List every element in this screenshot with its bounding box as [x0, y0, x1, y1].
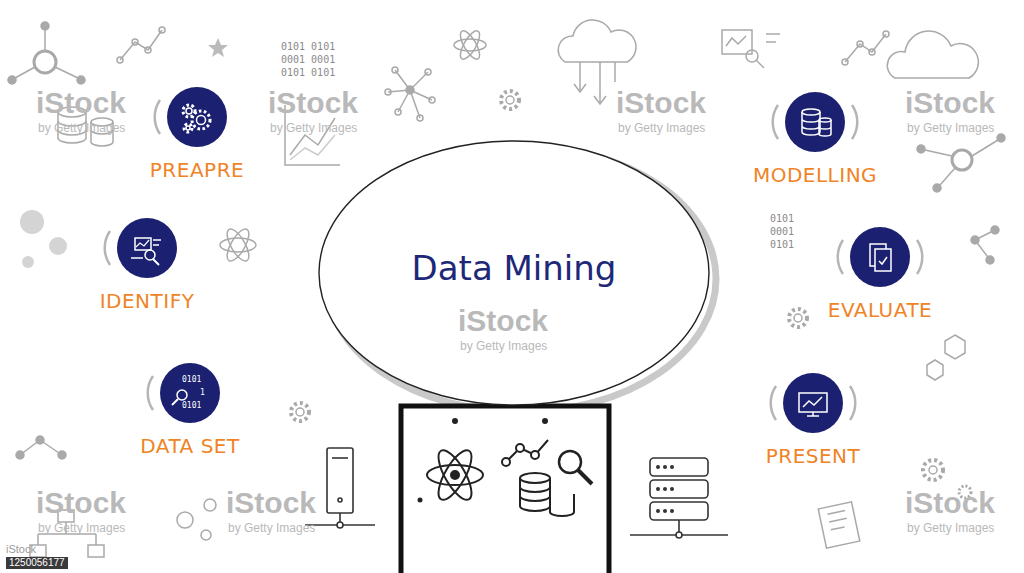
step-item: PREAPRE: [150, 87, 244, 181]
step-item: EVALUATE: [828, 227, 933, 321]
step-label: IDENTIFY: [100, 290, 195, 312]
binary-text: 0101 0101: [281, 68, 335, 78]
icon-binary: 0101: [182, 376, 201, 384]
watermark: iStock: [905, 488, 995, 518]
step-item: IDENTIFY: [100, 218, 195, 312]
binary-text: 0101 0101: [281, 42, 335, 52]
step-label: MODELLING: [753, 164, 877, 186]
step-label: PRESENT: [766, 445, 861, 467]
center-title: Data Mining: [412, 248, 617, 288]
watermark-sub: by Getty Images: [38, 122, 125, 134]
watermark-sub: by Getty Images: [270, 122, 357, 134]
image-id: 1250056177: [6, 557, 68, 569]
watermark: iStock: [458, 306, 548, 336]
watermark: iStock: [36, 488, 126, 518]
watermark: iStock: [616, 88, 706, 118]
step-item: PRESENT: [766, 373, 861, 467]
binary-text: 0101: [770, 240, 794, 250]
watermark: iStock: [226, 488, 316, 518]
watermark-sub: by Getty Images: [460, 340, 547, 352]
binary-text: 0001: [770, 227, 794, 237]
step-icon: [850, 227, 910, 287]
step-icon: [160, 363, 220, 423]
step-item: MODELLING: [753, 92, 877, 186]
step-icon: [783, 373, 843, 433]
watermark-sub: by Getty Images: [228, 522, 315, 534]
watermark-sub: by Getty Images: [618, 122, 705, 134]
icon-binary: 0101: [182, 402, 201, 410]
step-label: PREAPRE: [150, 159, 244, 181]
step-icon: [785, 92, 845, 152]
watermark-sub: by Getty Images: [38, 522, 125, 534]
watermark: iStock: [268, 88, 358, 118]
credit-text: iStock: [6, 544, 36, 555]
step-icon: [167, 87, 227, 147]
central-ellipse: Data Mining: [317, 139, 711, 407]
step-label: DATA SET: [140, 435, 239, 457]
watermark: iStock: [36, 88, 126, 118]
binary-text: 0101: [770, 214, 794, 224]
watermark-sub: by Getty Images: [907, 522, 994, 534]
icon-binary: 1: [200, 389, 205, 397]
step-icon: [117, 218, 177, 278]
watermark: iStock: [905, 88, 995, 118]
watermark-sub: by Getty Images: [907, 122, 994, 134]
step-label: EVALUATE: [828, 299, 933, 321]
binary-text: 0001 0001: [281, 55, 335, 65]
